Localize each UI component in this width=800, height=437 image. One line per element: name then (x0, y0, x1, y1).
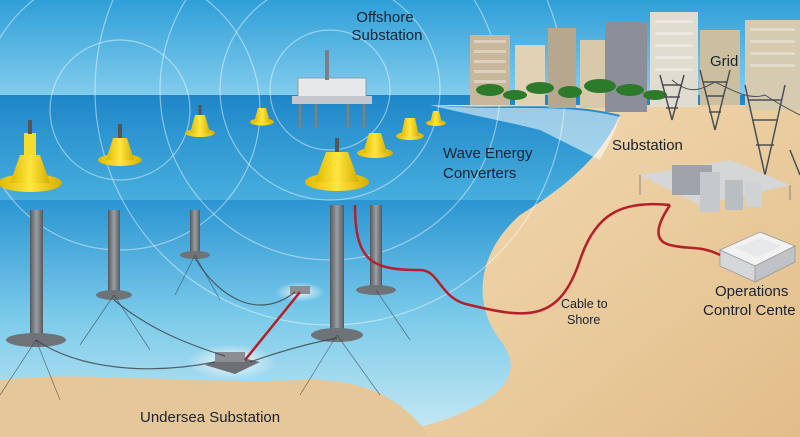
palm-trees (476, 79, 667, 100)
label-undersea-substation: Undersea Substation (140, 409, 280, 426)
label-offshore-substation: Offshore Substation (352, 9, 423, 44)
seafloor (0, 376, 430, 437)
label-wave-energy-converters: Wave Energy Converters (443, 145, 537, 182)
wec-buoys (0, 105, 446, 192)
inter-array-cables (35, 257, 338, 370)
city-skyline (470, 12, 800, 112)
export-cable (244, 202, 671, 361)
label-substation: Substation (612, 137, 683, 154)
label-cable-to-shore: Cable to Shore (561, 297, 611, 327)
shore-substation (639, 160, 791, 212)
offshore-substation-platform (292, 50, 372, 128)
label-grid: Grid (710, 53, 738, 70)
label-operations-control-center: Operations Control Cente (703, 283, 796, 319)
control-center-cable (657, 204, 721, 257)
undersea-substation-main (187, 344, 277, 380)
power-pylons (659, 69, 800, 176)
surf-foam (430, 105, 620, 160)
operations-control-center (719, 231, 796, 283)
